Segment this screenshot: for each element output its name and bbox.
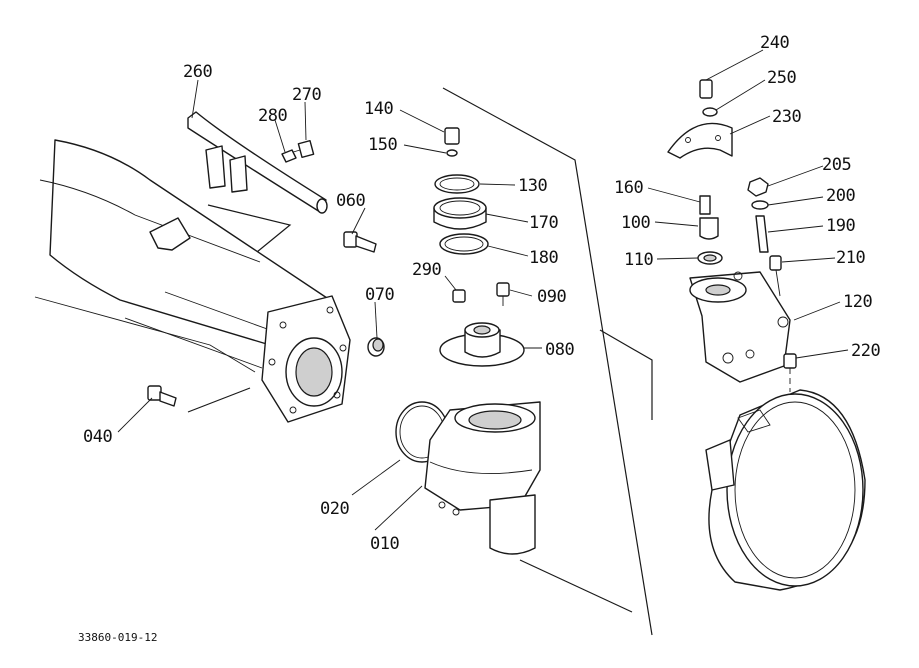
seal-180: [439, 233, 489, 255]
bushing-170: [433, 197, 487, 230]
washer-200: [751, 200, 769, 210]
plug-290: [452, 289, 466, 303]
callout-060: 060: [336, 191, 365, 211]
callout-280: 280: [258, 106, 287, 126]
knuckle-arm-100: [699, 217, 719, 240]
pin-220: [783, 353, 797, 392]
callout-080: 080: [545, 340, 574, 360]
callout-130: 130: [518, 176, 547, 196]
cap-230: [667, 122, 733, 159]
bolt-090: [496, 282, 510, 306]
callout-240: 240: [760, 33, 789, 53]
callout-170: 170: [529, 213, 558, 233]
callout-160: 160: [614, 178, 643, 198]
bolt-190: [755, 215, 769, 253]
callout-110: 110: [624, 250, 653, 270]
callout-070: 070: [365, 285, 394, 305]
leader-lines: [117, 49, 849, 531]
grease-fitting-160: [699, 195, 711, 215]
nut-280: [281, 149, 297, 163]
callout-labels: 260 270 280 060 070 040 020 010 140 150 …: [83, 33, 881, 554]
washer-250: [702, 107, 718, 117]
gear-case-010: [424, 401, 541, 555]
axle-housing: [34, 139, 351, 423]
callout-220: 220: [851, 341, 880, 361]
callout-020: 020: [320, 499, 349, 519]
drawing-number: 33860-019-12: [78, 631, 157, 644]
callout-270: 270: [292, 85, 321, 105]
callout-290: 290: [412, 260, 441, 280]
bolt-240: [699, 79, 713, 99]
callout-010: 010: [370, 534, 399, 554]
callout-230: 230: [772, 107, 801, 127]
collar-070: [367, 337, 385, 357]
callout-090: 090: [537, 287, 566, 307]
callout-040: 040: [83, 427, 112, 447]
grease-fitting-140: [444, 127, 460, 145]
callout-250: 250: [767, 68, 796, 88]
bolt-270: [289, 139, 315, 159]
callout-120: 120: [843, 292, 872, 312]
callout-210: 210: [836, 248, 865, 268]
bolt-040: [147, 385, 177, 407]
cover-080: [439, 322, 525, 367]
callout-100: 100: [621, 213, 650, 233]
hub-housing: [705, 389, 866, 591]
callout-150: 150: [368, 135, 397, 155]
nut-205: [747, 177, 769, 197]
knuckle-120: [689, 271, 791, 383]
callout-180: 180: [529, 248, 558, 268]
callout-260: 260: [183, 62, 212, 82]
bolt-060: [343, 231, 377, 253]
seal-130: [434, 174, 480, 194]
bolt-210: [769, 255, 782, 297]
callout-190: 190: [826, 216, 855, 236]
callout-140: 140: [364, 99, 393, 119]
washer-150: [446, 149, 458, 157]
tube-260: [187, 111, 328, 214]
seal-110: [697, 251, 723, 265]
callout-205: 205: [822, 155, 851, 175]
callout-200: 200: [826, 186, 855, 206]
